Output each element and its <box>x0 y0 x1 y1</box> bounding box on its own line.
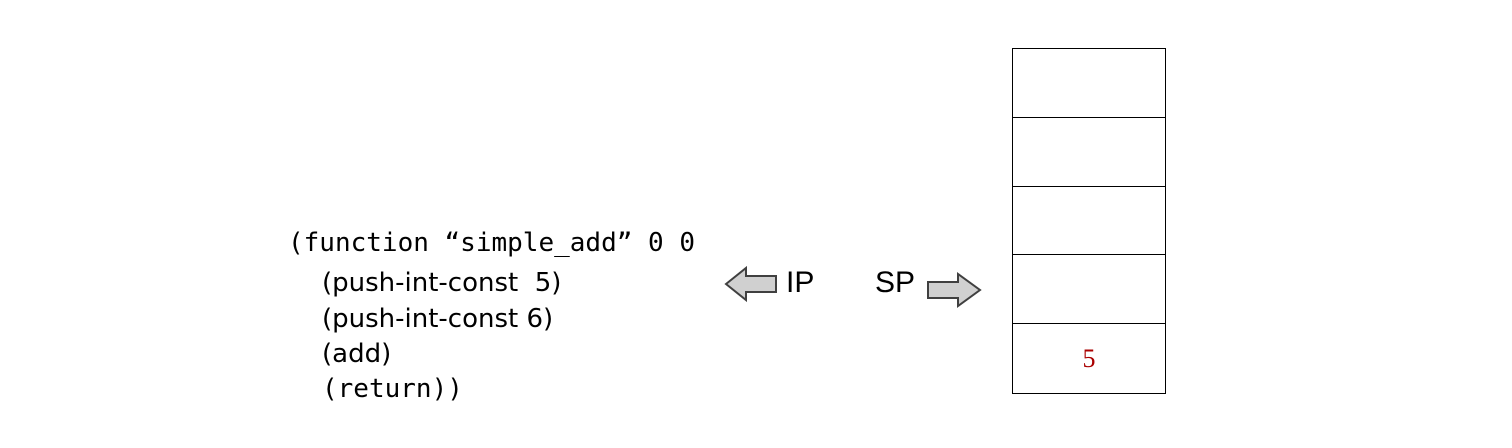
code-line-add: (add) <box>322 339 392 369</box>
stack-cell <box>1013 255 1165 325</box>
stack-cell <box>1013 118 1165 187</box>
code-line-return: (return)) <box>322 374 463 404</box>
code-line-function: (function “simple_add” 0 0 <box>288 228 695 258</box>
sp-arrow-icon <box>927 272 982 308</box>
operand-stack: 5 <box>1012 48 1166 394</box>
code-line-push-5: (push-int-const 5) <box>322 268 562 298</box>
ip-arrow-icon <box>724 265 777 303</box>
code-line-push-6: (push-int-const 6) <box>322 304 554 334</box>
ip-label: IP <box>786 266 815 299</box>
stack-cell-top-value: 5 <box>1082 343 1096 373</box>
stack-cell <box>1013 187 1165 256</box>
stack-cell <box>1013 49 1165 118</box>
sp-label: SP <box>875 266 916 299</box>
